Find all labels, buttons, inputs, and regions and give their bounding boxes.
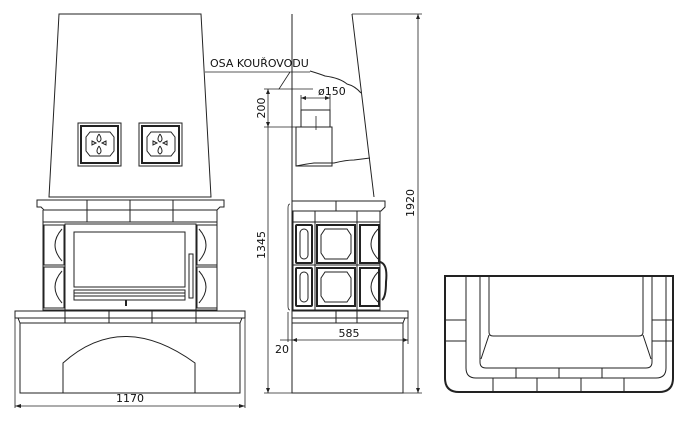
front-body	[42, 221, 218, 311]
front-hood	[48, 13, 212, 198]
base-arch	[62, 336, 196, 393]
dim-offset	[280, 312, 292, 342]
side-hood	[291, 13, 375, 393]
dim-total-height-label: 1920	[404, 189, 417, 217]
front-base	[19, 322, 241, 394]
decor-tile-left	[77, 122, 122, 167]
dim-body-height	[264, 127, 292, 394]
door-glass	[73, 231, 186, 288]
dim-front-width	[14, 318, 246, 408]
break-line-lower	[295, 157, 371, 167]
plan-outer	[444, 275, 674, 393]
dim-offset-label: 20	[275, 343, 289, 356]
dim-flue-height	[264, 88, 296, 128]
dim-flue-diameter-label: ø150	[318, 85, 346, 98]
dim-depth-label: 585	[339, 327, 360, 340]
dim-flue-diameter	[300, 95, 331, 110]
flue-axis-leader	[205, 71, 313, 90]
air-grate	[73, 289, 186, 301]
dim-total-height	[352, 13, 422, 394]
dim-flue-height-label: 200	[255, 98, 268, 119]
side-body-tiles	[293, 211, 388, 310]
side-view: OSA KOUŘOVODU ø150 200 1345 1920	[205, 13, 422, 394]
dim-body-height-label: 1345	[255, 231, 268, 259]
flue-axis-label: OSA KOUŘOVODU	[210, 57, 309, 70]
base-ledge	[14, 310, 246, 324]
door-handle	[188, 253, 194, 299]
plan-view	[444, 275, 674, 393]
front-top-ledge	[36, 199, 225, 223]
side-base-ledge	[292, 310, 409, 324]
side-door-handle	[379, 261, 388, 301]
flue-box	[295, 126, 333, 167]
flue-pipe	[300, 109, 331, 128]
dim-front-width-label: 1170	[116, 392, 144, 405]
front-view: 1170	[14, 13, 246, 408]
side-bracket	[287, 203, 291, 311]
dim-depth	[292, 318, 409, 344]
fire-door	[64, 223, 197, 311]
side-tiles-front	[43, 224, 218, 309]
side-base	[291, 322, 404, 394]
break-line-upper	[309, 70, 362, 94]
decor-tile-right	[138, 122, 183, 167]
